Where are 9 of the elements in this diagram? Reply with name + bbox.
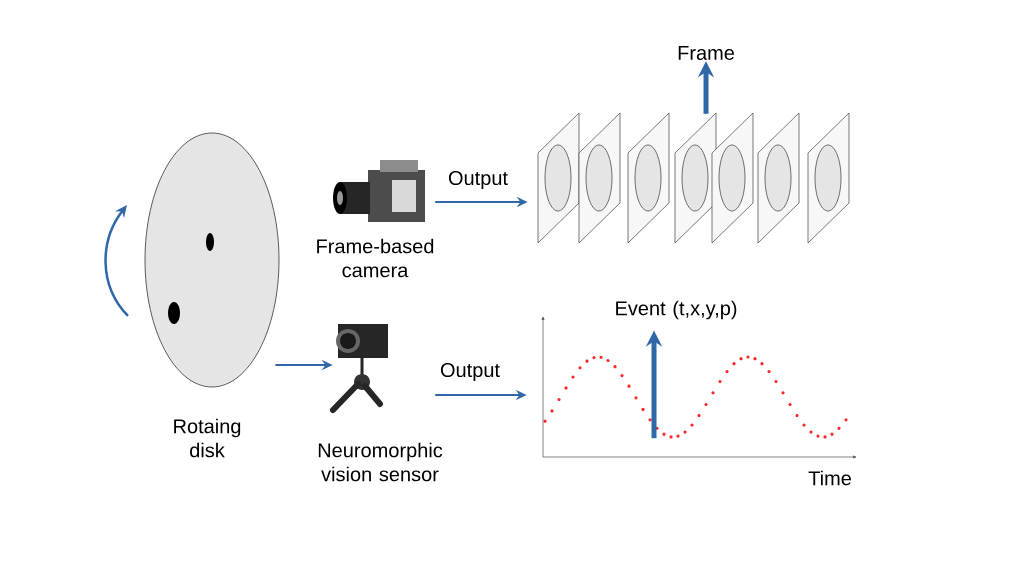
camera-label: Frame-based camera — [317, 238, 434, 278]
frame-label: Frame — [678, 46, 734, 60]
frames-drawing — [537, 112, 850, 244]
axis-label: Time — [808, 470, 851, 486]
edge-label: Output — [439, 361, 502, 383]
disk-label: Rotaing disk — [174, 418, 241, 458]
edge-label: Output — [447, 169, 510, 191]
event-label: Event (t,x,y,p) — [616, 300, 737, 320]
sensor-label: Neuromorphic vision sensor — [318, 442, 443, 482]
